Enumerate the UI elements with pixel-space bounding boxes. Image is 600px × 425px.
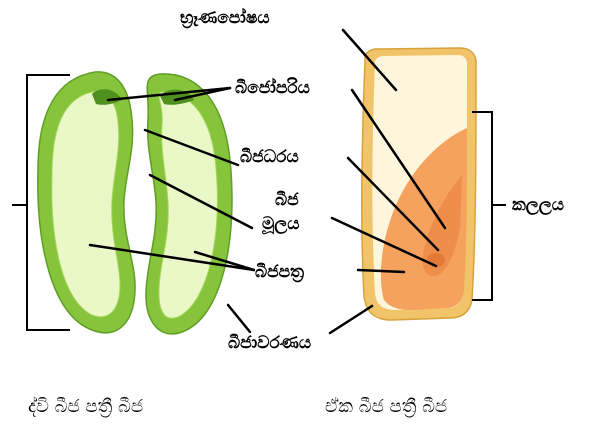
caption-monocot: ඒක බීජ පත්‍රී බීජ	[325, 396, 447, 418]
label-radicle-line1: බීජ	[275, 190, 299, 210]
label-seed-coat: බීජාවරණය	[228, 333, 311, 353]
leader-seed-coat-right	[330, 306, 372, 333]
label-plumule: බීජෝපරිය	[235, 78, 310, 98]
label-cotyledon: බීජපත්‍ර	[255, 262, 304, 282]
label-radicle-line2: මූලය	[262, 214, 299, 234]
leader-seed-coat-left	[228, 305, 250, 332]
label-endosperm: භ්‍රෑණපෝෂය	[180, 8, 270, 28]
label-embryo: කලලය	[512, 195, 564, 215]
monocot-seed	[362, 48, 476, 320]
caption-dicot: ද්වි බීජ පත්‍රී බීජ	[28, 396, 143, 418]
label-hypocotyl: බීජධරය	[240, 147, 299, 167]
monocot-bracket	[472, 112, 506, 300]
